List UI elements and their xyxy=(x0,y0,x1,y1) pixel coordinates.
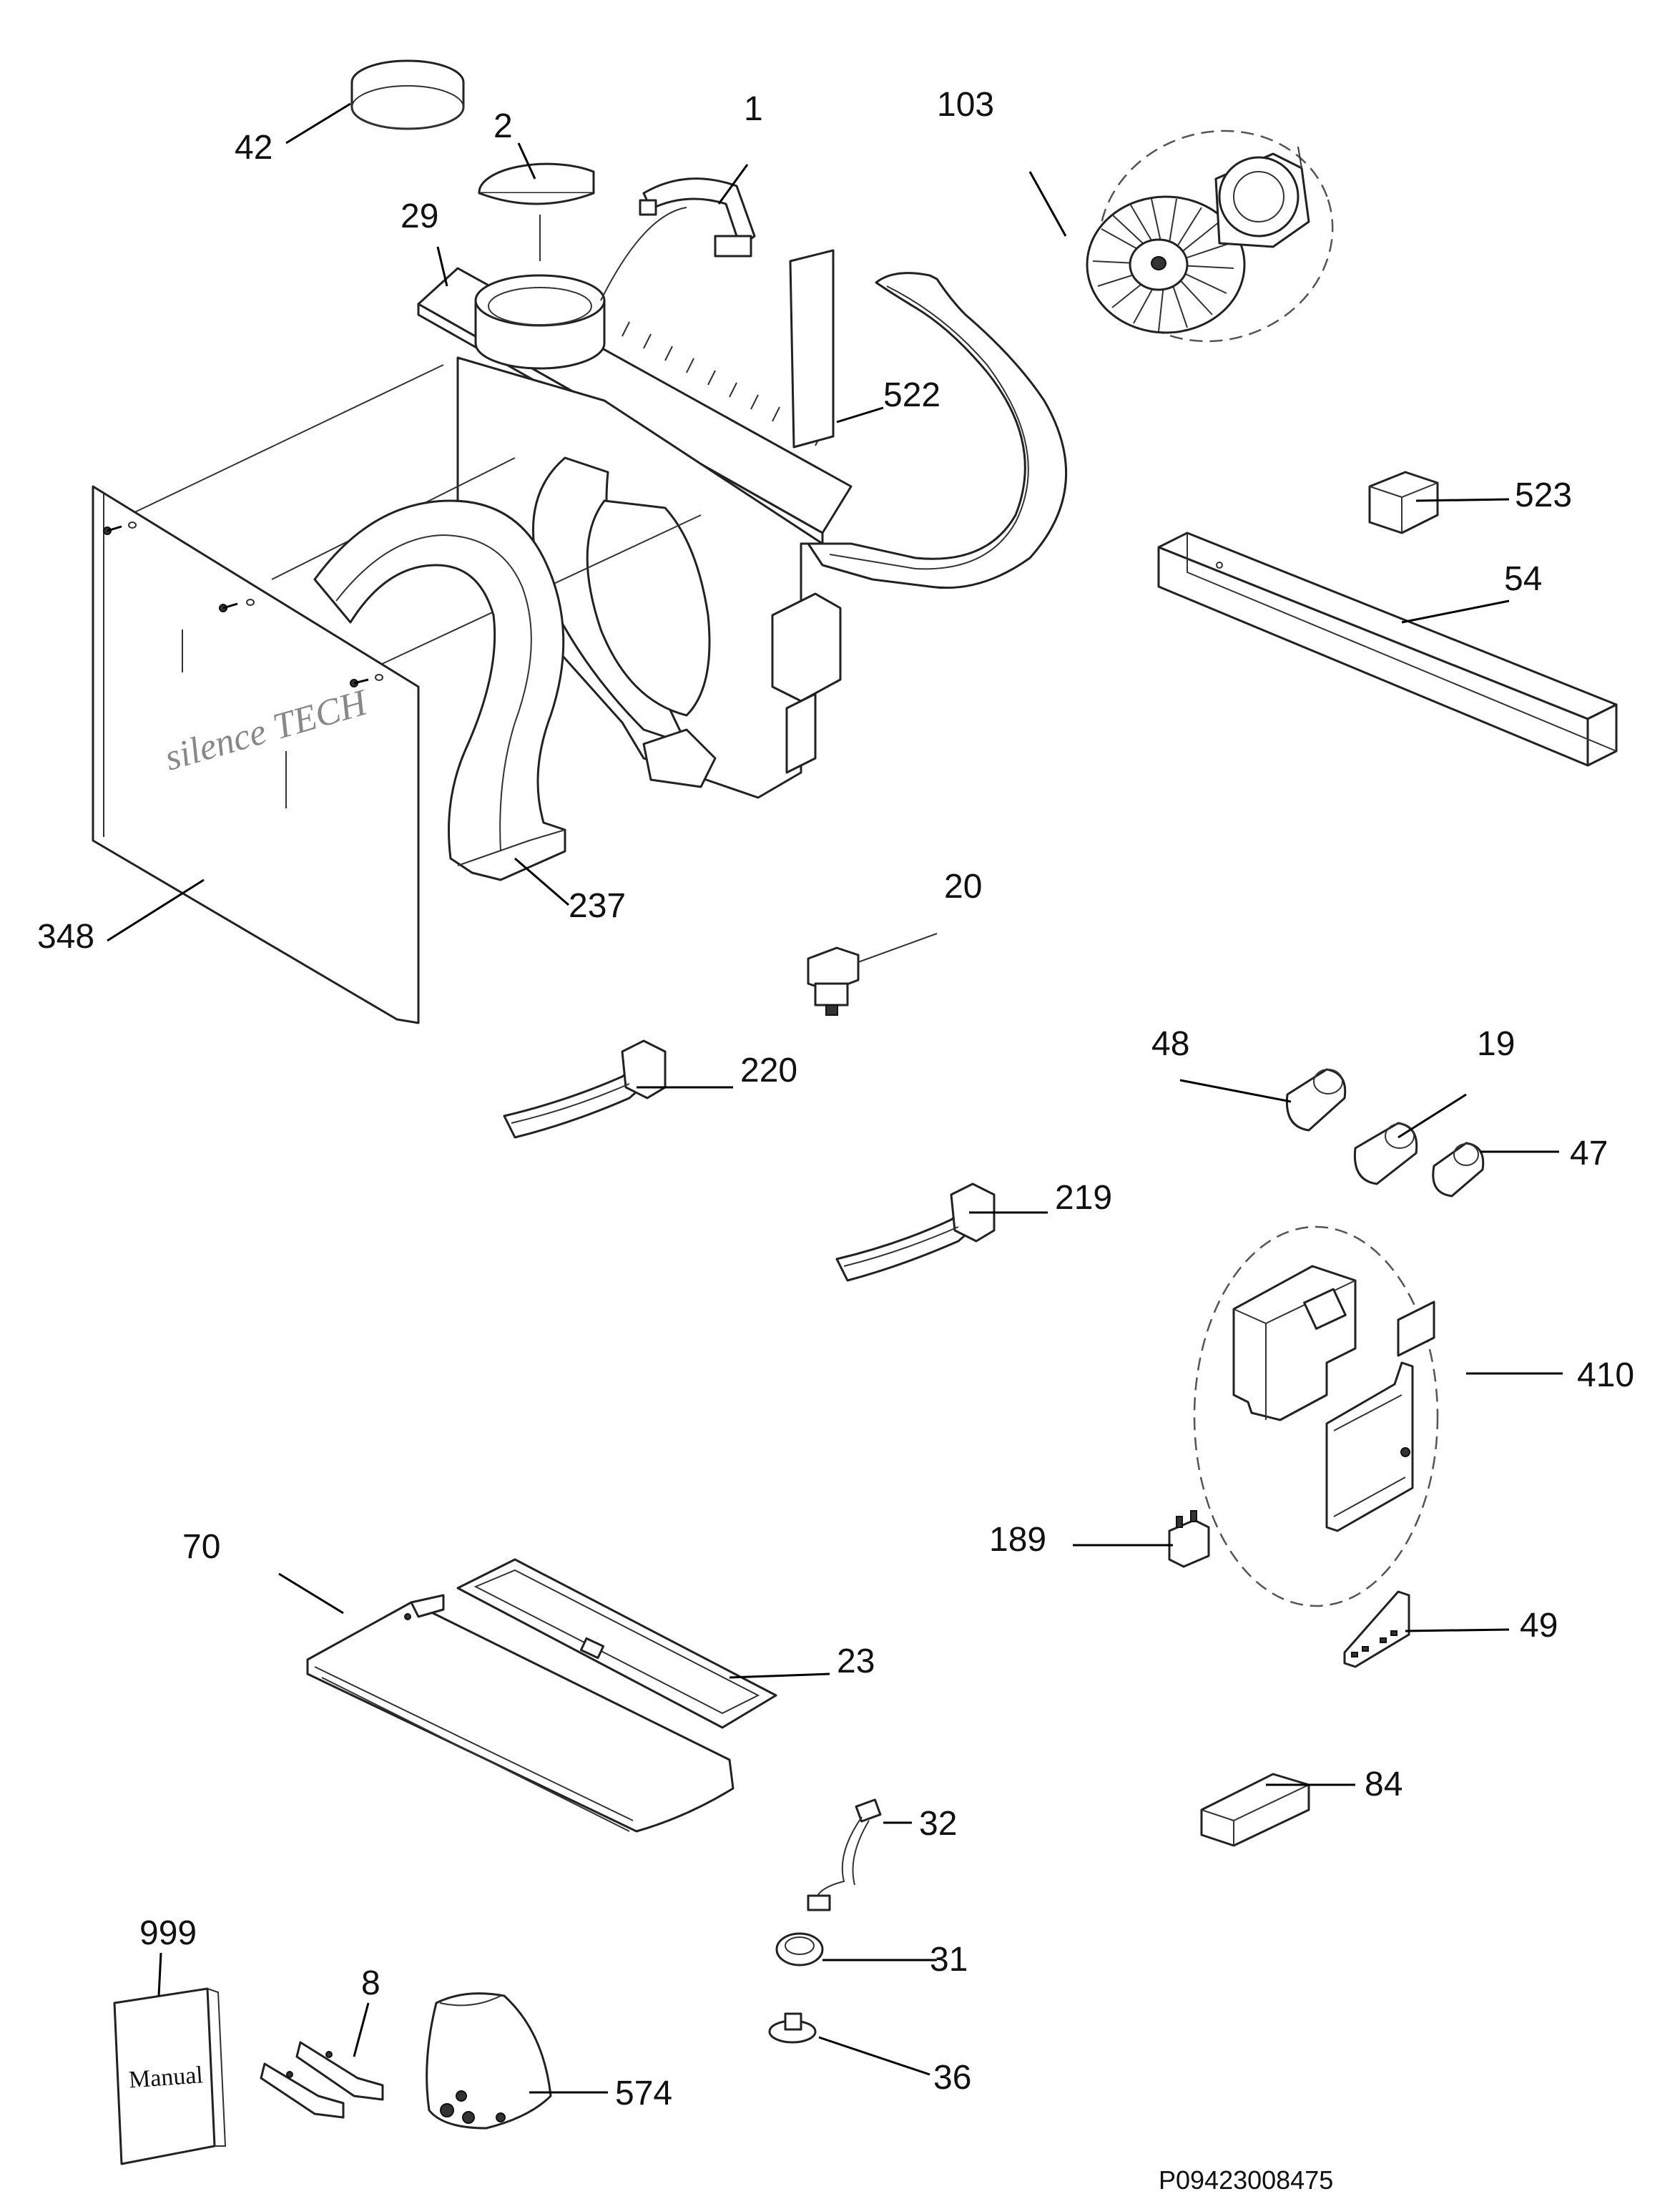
part-labels: 42 2 1 103 29 522 523 54 348 237 20 48 1… xyxy=(37,86,1634,2112)
part-220-hinge xyxy=(503,1039,667,1139)
label-36: 36 xyxy=(933,2059,971,2097)
part-8-brackets xyxy=(260,2041,384,2119)
part-49-pcb xyxy=(1343,1590,1410,1668)
label-237: 237 xyxy=(569,887,626,925)
label-410: 410 xyxy=(1577,1356,1634,1394)
part-19-capacitor xyxy=(1353,1122,1418,1185)
part-31-lamp-holder xyxy=(775,1932,937,1966)
part-29-fan-housing xyxy=(417,267,853,799)
manual-cover-text: Manual xyxy=(128,2062,204,2093)
label-103: 103 xyxy=(937,86,994,124)
label-219: 219 xyxy=(1055,1179,1112,1217)
label-348: 348 xyxy=(37,918,94,956)
leader-lines xyxy=(157,102,1563,2094)
label-84: 84 xyxy=(1365,1765,1403,1803)
part-1-bracket xyxy=(639,177,756,258)
part-48-capacitor xyxy=(1285,1068,1347,1132)
label-19: 19 xyxy=(1477,1025,1515,1063)
label-49: 49 xyxy=(1520,1607,1558,1645)
part-103-blower-motor xyxy=(1086,129,1334,343)
label-574: 574 xyxy=(615,2075,672,2112)
label-32: 32 xyxy=(919,1805,957,1843)
label-29: 29 xyxy=(401,197,438,235)
part-999-manual: Manual xyxy=(113,1987,227,2165)
label-31: 31 xyxy=(930,1941,968,1979)
label-47: 47 xyxy=(1570,1135,1608,1172)
label-523: 523 xyxy=(1515,476,1572,514)
part-32-lamp-wire xyxy=(807,1798,912,1911)
part-47-capacitor xyxy=(1432,1142,1485,1197)
label-999: 999 xyxy=(139,1914,197,1952)
label-189: 189 xyxy=(989,1521,1046,1559)
label-42: 42 xyxy=(235,129,272,167)
part-189-terminal xyxy=(1168,1510,1210,1568)
label-23: 23 xyxy=(837,1642,875,1680)
part-36-bulb-cover xyxy=(768,2012,930,2076)
label-20: 20 xyxy=(944,868,982,906)
label-220: 220 xyxy=(740,1052,797,1089)
part-219-hinge xyxy=(835,1182,996,1282)
part-84-driver-box xyxy=(1200,1773,1310,1847)
part-237-scroll-duct xyxy=(313,499,569,906)
part-348-front-panel: silence TECH xyxy=(92,485,420,1024)
part-2-flap xyxy=(478,162,595,205)
assembly-guide-lines xyxy=(128,207,702,666)
label-2: 2 xyxy=(493,107,513,145)
label-48: 48 xyxy=(1151,1025,1189,1063)
label-54: 54 xyxy=(1504,560,1542,598)
part-70-canopy xyxy=(306,1594,735,1833)
part-23-glass-panel xyxy=(456,1558,777,1729)
part-54-channel-bar xyxy=(1157,532,1618,767)
drawing-number: P09423008475 xyxy=(1159,2165,1333,2195)
label-70: 70 xyxy=(182,1528,220,1566)
label-8: 8 xyxy=(361,1964,380,2002)
label-1: 1 xyxy=(744,90,763,128)
label-522: 522 xyxy=(883,376,940,414)
part-574-screw-bag xyxy=(426,1992,552,2130)
part-523-connector-box xyxy=(1368,471,1439,534)
part-522-ribbon-cable xyxy=(789,249,1068,589)
part-20-switch xyxy=(807,933,938,1016)
part-42-duct-ring xyxy=(350,59,465,130)
part-410-control-box xyxy=(1193,1225,1439,1607)
